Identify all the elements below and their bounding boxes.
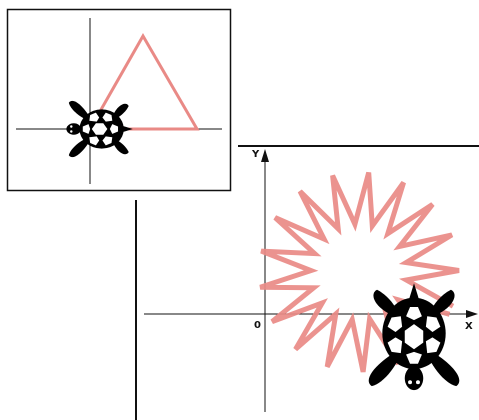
origin-label: 0 xyxy=(254,320,261,331)
y-axis-label: Y xyxy=(251,149,260,160)
small-panel xyxy=(8,10,231,191)
y-axis-arrow-icon xyxy=(261,149,269,162)
x-axis-label: X xyxy=(465,321,473,332)
x-axis-arrow-icon xyxy=(466,310,478,318)
small-panel-frame xyxy=(8,10,231,191)
